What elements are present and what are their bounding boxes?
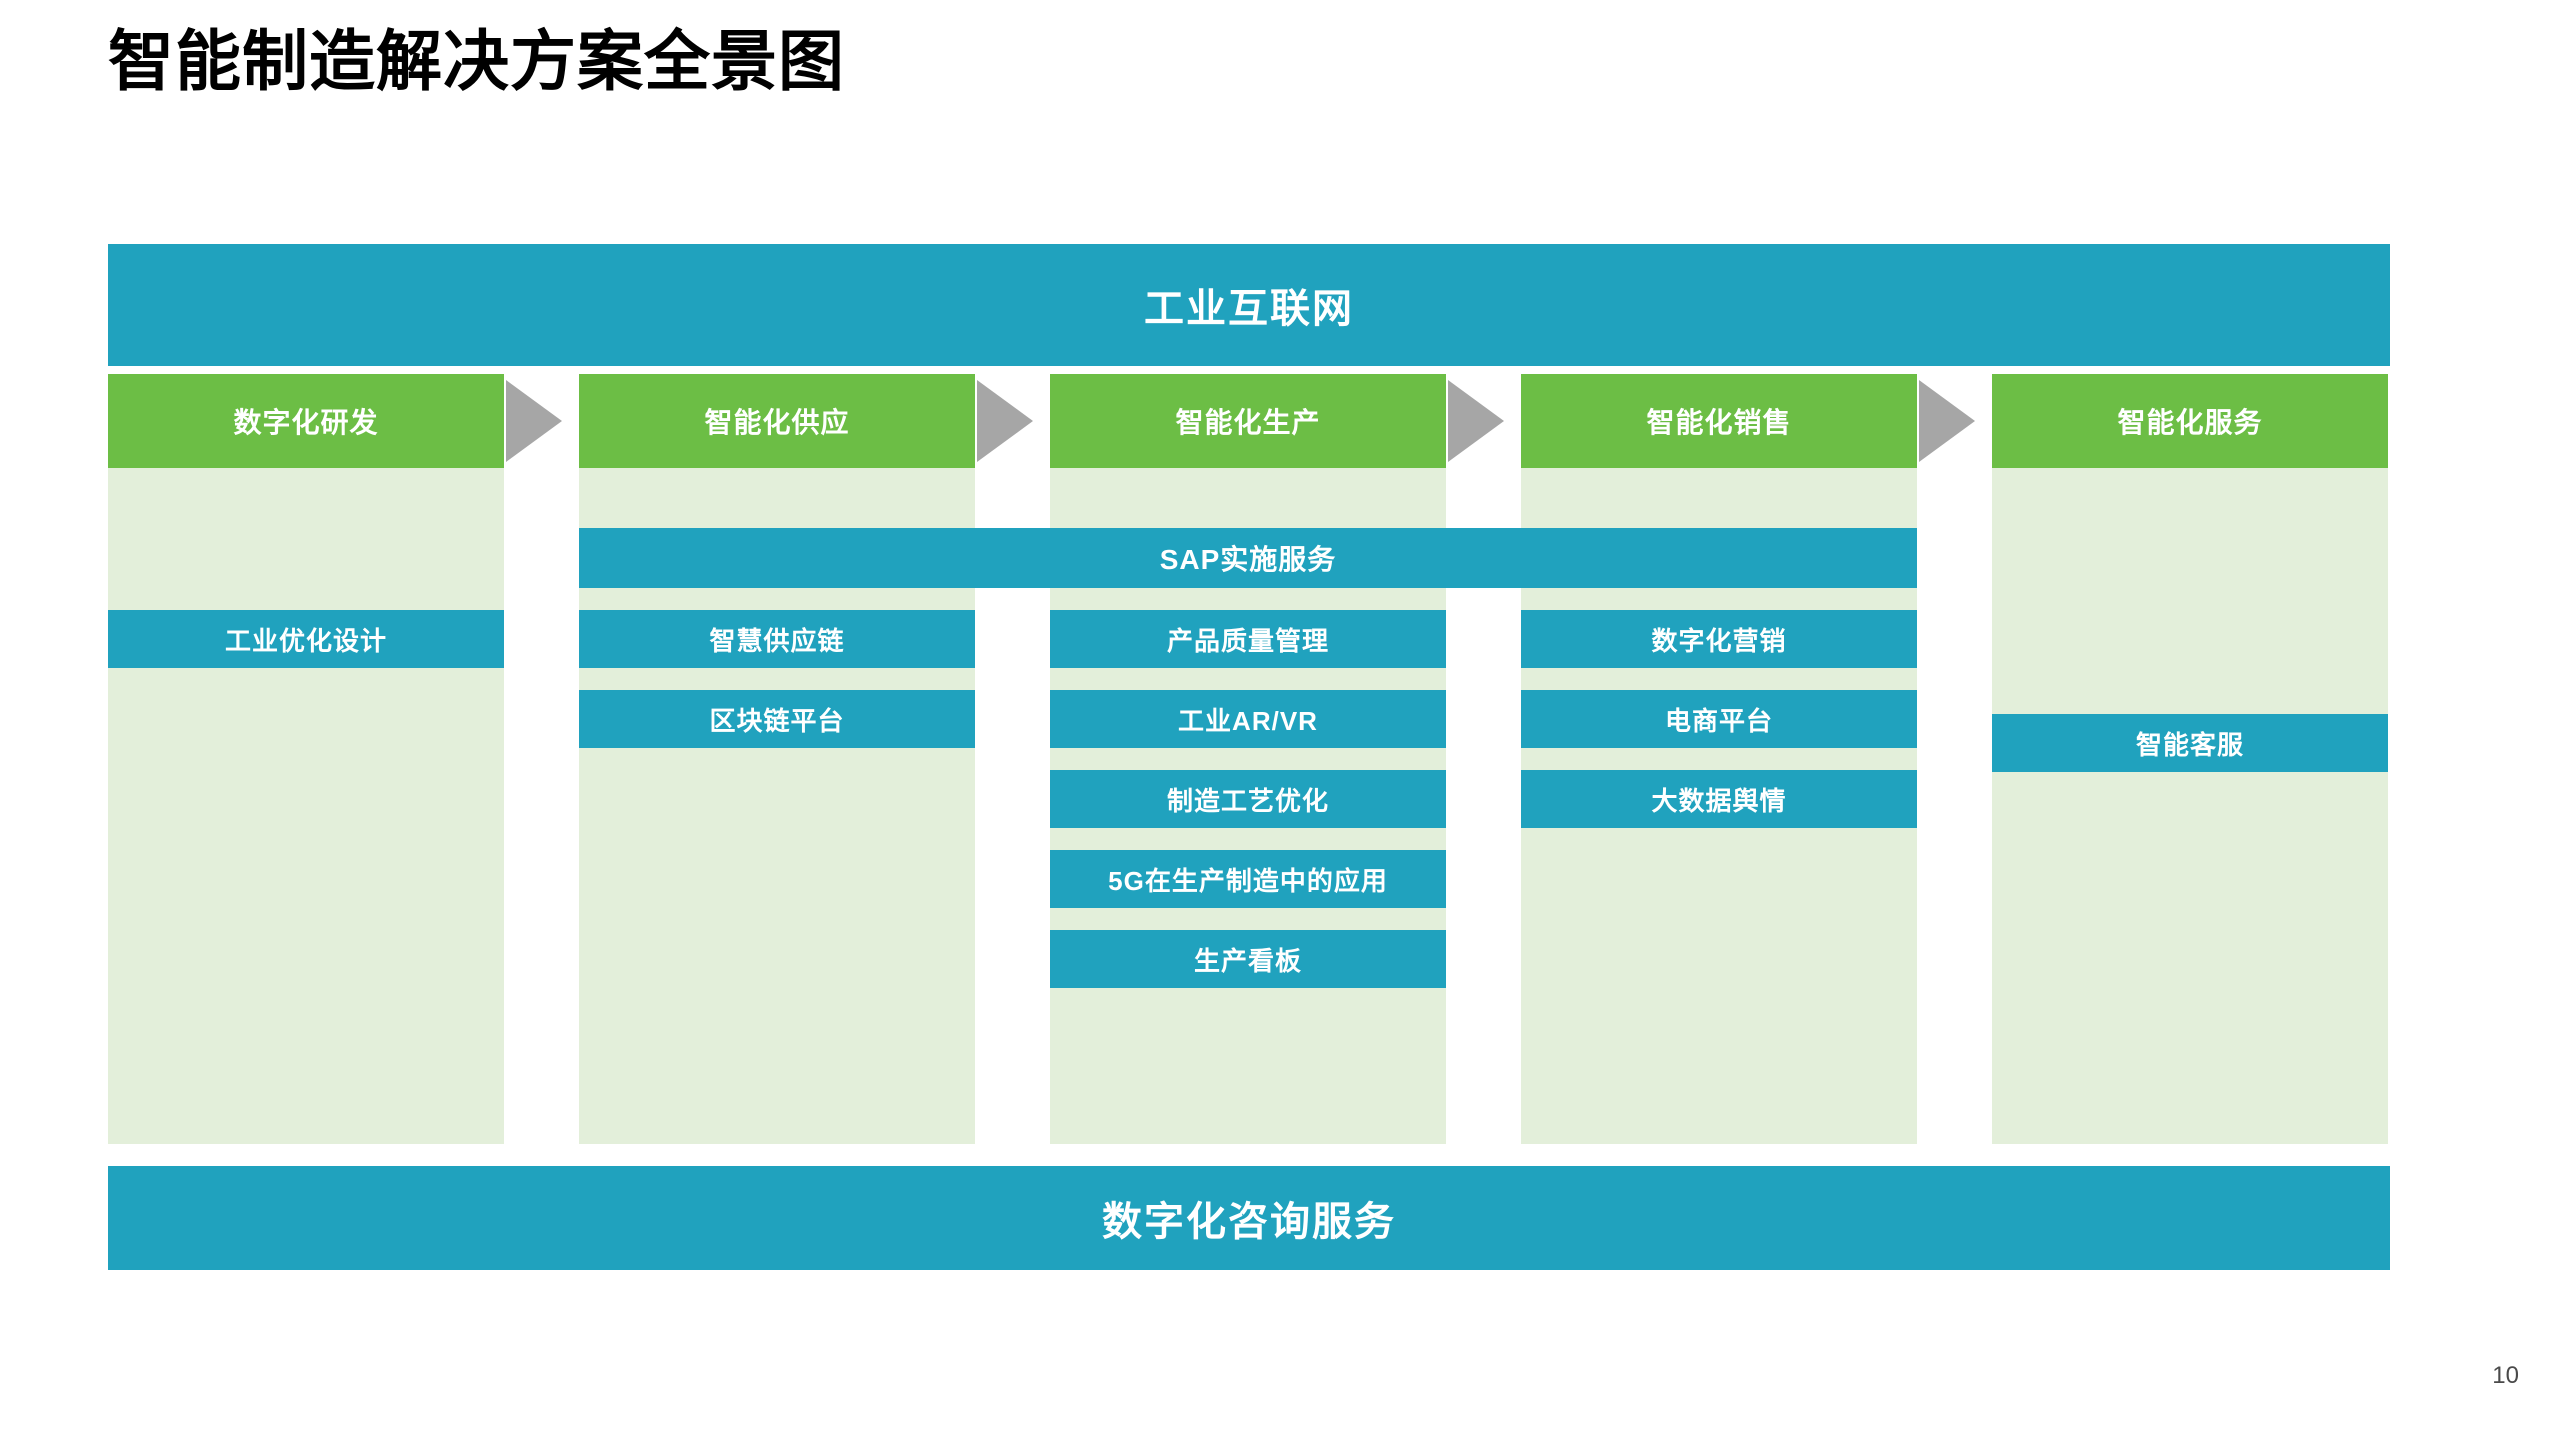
column-header-2[interactable]: 智能化供应	[579, 374, 975, 468]
column-body-3	[1050, 374, 1446, 1144]
column-header-label: 智能化供应	[704, 407, 850, 438]
solution-chip-label: 产品质量管理	[1166, 625, 1329, 656]
banner-industrial-internet: 工业互联网	[108, 244, 2390, 366]
process-column-1: 数字化研发	[108, 374, 504, 1144]
solution-chip[interactable]: 区块链平台	[579, 690, 975, 748]
process-column-4: 智能化销售	[1521, 374, 1917, 1144]
column-header-label: 智能化销售	[1646, 407, 1792, 438]
banner-digital-consulting: 数字化咨询服务	[108, 1166, 2390, 1270]
column-header-1[interactable]: 数字化研发	[108, 374, 504, 468]
solution-chip[interactable]: 制造工艺优化	[1050, 770, 1446, 828]
column-header-label: 数字化研发	[233, 407, 379, 438]
column-header-label: 智能化生产	[1175, 407, 1321, 438]
solution-chip[interactable]: 生产看板	[1050, 930, 1446, 988]
solution-chip-label: 智能客服	[2135, 729, 2244, 760]
sap-service-bar-label: SAP实施服务	[1159, 544, 1337, 575]
solution-chip[interactable]: 工业AR/VR	[1050, 690, 1446, 748]
solution-chip-label: 区块链平台	[709, 705, 845, 736]
solution-chip-label: 数字化营销	[1651, 625, 1787, 656]
process-arrow-icon	[1448, 380, 1504, 462]
page-title: 智能制造解决方案全景图	[108, 24, 845, 98]
solution-chip-label: 电商平台	[1664, 705, 1773, 736]
solution-chip-label: 生产看板	[1193, 945, 1302, 976]
process-column-3: 智能化生产	[1050, 374, 1446, 1144]
solution-chip[interactable]: 数字化营销	[1521, 610, 1917, 668]
solution-chip-label: 智慧供应链	[709, 625, 845, 656]
solution-chip-label: 工业优化设计	[224, 625, 387, 656]
column-body-2	[579, 374, 975, 1144]
column-body-4	[1521, 374, 1917, 1144]
column-header-label: 智能化服务	[2117, 407, 2263, 438]
solution-chip-label: 制造工艺优化	[1166, 785, 1329, 816]
column-header-5[interactable]: 智能化服务	[1992, 374, 2388, 468]
process-arrow-icon	[977, 380, 1033, 462]
solution-chip[interactable]: 智慧供应链	[579, 610, 975, 668]
process-arrow-icon	[506, 380, 562, 462]
banner-top-label: 工业互联网	[1144, 287, 1354, 331]
sap-service-bar[interactable]: SAP实施服务	[579, 528, 1917, 588]
column-header-3[interactable]: 智能化生产	[1050, 374, 1446, 468]
solution-chip-label: 5G在生产制造中的应用	[1108, 865, 1388, 896]
solution-chip[interactable]: 大数据舆情	[1521, 770, 1917, 828]
process-arrow-icon	[1919, 380, 1975, 462]
solution-chip[interactable]: 5G在生产制造中的应用	[1050, 850, 1446, 908]
process-column-2: 智能化供应	[579, 374, 975, 1144]
process-columns: 数字化研发工业优化设计 智能化供应智慧供应链区块链平台 智能化生产产品质量管理工业A…	[108, 374, 2390, 1144]
solution-chip[interactable]: 产品质量管理	[1050, 610, 1446, 668]
solution-chip[interactable]: 工业优化设计	[108, 610, 504, 668]
banner-bottom-label: 数字化咨询服务	[1102, 1200, 1396, 1244]
page-number: 10	[2492, 1362, 2519, 1389]
solution-chip[interactable]: 电商平台	[1521, 690, 1917, 748]
column-header-4[interactable]: 智能化销售	[1521, 374, 1917, 468]
solution-chip[interactable]: 智能客服	[1992, 714, 2388, 772]
solution-chip-label: 大数据舆情	[1651, 785, 1787, 816]
column-body-1	[108, 374, 504, 1144]
solution-chip-label: 工业AR/VR	[1178, 705, 1318, 736]
